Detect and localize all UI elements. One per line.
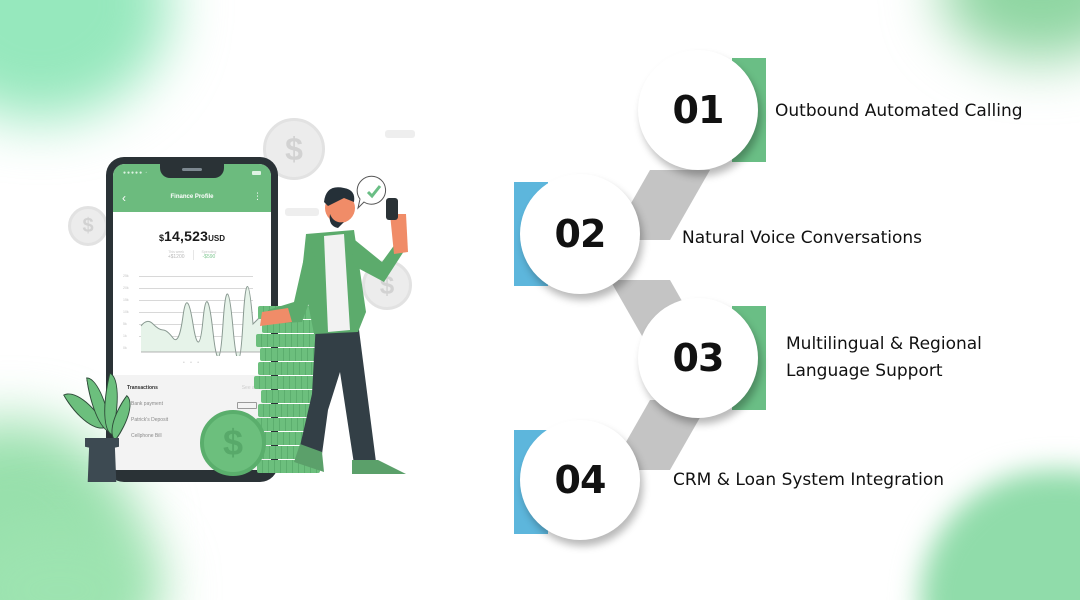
chart-pager: • • • bbox=[182, 360, 202, 366]
step-2-label: Natural Voice Conversations bbox=[682, 228, 923, 248]
decor-bar bbox=[385, 130, 415, 138]
chart-gridline bbox=[139, 300, 253, 301]
chart-ytick: 0k bbox=[123, 346, 127, 350]
transaction-badge bbox=[237, 402, 257, 409]
step-4-number-badge: 04 bbox=[520, 420, 640, 540]
person-with-phone bbox=[260, 175, 408, 474]
stat-value: -$590 bbox=[202, 254, 216, 260]
balance-unit: USD bbox=[208, 234, 225, 243]
step-2-number-badge: 02 bbox=[520, 174, 640, 294]
stat-income: This week +$1200 bbox=[160, 250, 193, 260]
transaction-item[interactable]: Bank payment bbox=[131, 401, 163, 407]
background-blob-top-left bbox=[0, 0, 170, 120]
chart-ytick: 1k bbox=[123, 334, 127, 338]
dollar-glyph: $ bbox=[285, 130, 303, 167]
balance-amount: 14,523 bbox=[164, 228, 209, 244]
step-3-number-badge: 03 bbox=[638, 298, 758, 418]
stat-label: Spending bbox=[201, 250, 217, 254]
stat-spending: Spending -$590 bbox=[192, 250, 225, 260]
see-all-link[interactable]: See all bbox=[241, 385, 257, 391]
features-steps: 01 Outbound Automated Calling 02 Natural… bbox=[510, 50, 1070, 550]
signal-icon: ●●●●● ◦ bbox=[123, 170, 149, 176]
transactions-title: Transactions bbox=[127, 385, 158, 391]
chart-gridline bbox=[139, 312, 253, 313]
chart-ytick: 15k bbox=[123, 298, 129, 302]
chart-ytick: 10k bbox=[123, 310, 129, 314]
balance-currency: $ bbox=[159, 233, 165, 243]
back-arrow-icon[interactable]: ‹ bbox=[122, 191, 126, 205]
step-1-number-badge: 01 bbox=[638, 50, 758, 170]
phone-header: ●●●●● ◦ ‹ Finance Profile ⋮ bbox=[113, 164, 271, 212]
chart-gridline bbox=[139, 336, 253, 337]
balance-stats: This week +$1200 Spending -$590 bbox=[113, 250, 271, 260]
balance-display: $14,523USD bbox=[113, 228, 271, 246]
transaction-item[interactable]: Cellphone Bill bbox=[131, 433, 162, 439]
chart-line bbox=[140, 286, 264, 356]
balance-chart: 25k 20k 15k 10k 5k 1k 0k bbox=[123, 274, 264, 356]
dollar-glyph: $ bbox=[222, 422, 244, 463]
stat-value: +$1200 bbox=[167, 254, 185, 260]
battery-icon bbox=[252, 171, 261, 175]
chart-ytick: 20k bbox=[123, 286, 129, 290]
more-options-icon[interactable]: ⋮ bbox=[253, 191, 262, 201]
phone-screen-title: Finance Profile bbox=[170, 194, 214, 200]
decor-bar bbox=[285, 208, 319, 216]
step-3-label: Multilingual & Regional Language Support bbox=[786, 334, 982, 381]
dollar-coin-icon: $ bbox=[200, 410, 266, 476]
step-1-label: Outbound Automated Calling bbox=[775, 101, 1023, 121]
finance-illustration: $ $ $ ●●●●● ◦ ‹ Finance Profile ⋮ $14,52… bbox=[60, 110, 440, 490]
chart-gridline bbox=[139, 288, 253, 289]
chart-gridline bbox=[139, 276, 253, 277]
stat-label: This week bbox=[168, 250, 184, 254]
chart-ytick: 25k bbox=[123, 274, 129, 278]
plant-pot bbox=[85, 438, 119, 482]
dollar-glyph: $ bbox=[82, 214, 94, 237]
dollar-coin-icon: $ bbox=[68, 206, 108, 246]
transaction-item[interactable]: Patrick's Deposit bbox=[131, 417, 169, 423]
phone-notch bbox=[160, 164, 224, 178]
chart-gridline bbox=[139, 324, 253, 325]
chart-ytick: 5k bbox=[123, 322, 127, 326]
step-4-label: CRM & Loan System Integration bbox=[673, 470, 945, 490]
